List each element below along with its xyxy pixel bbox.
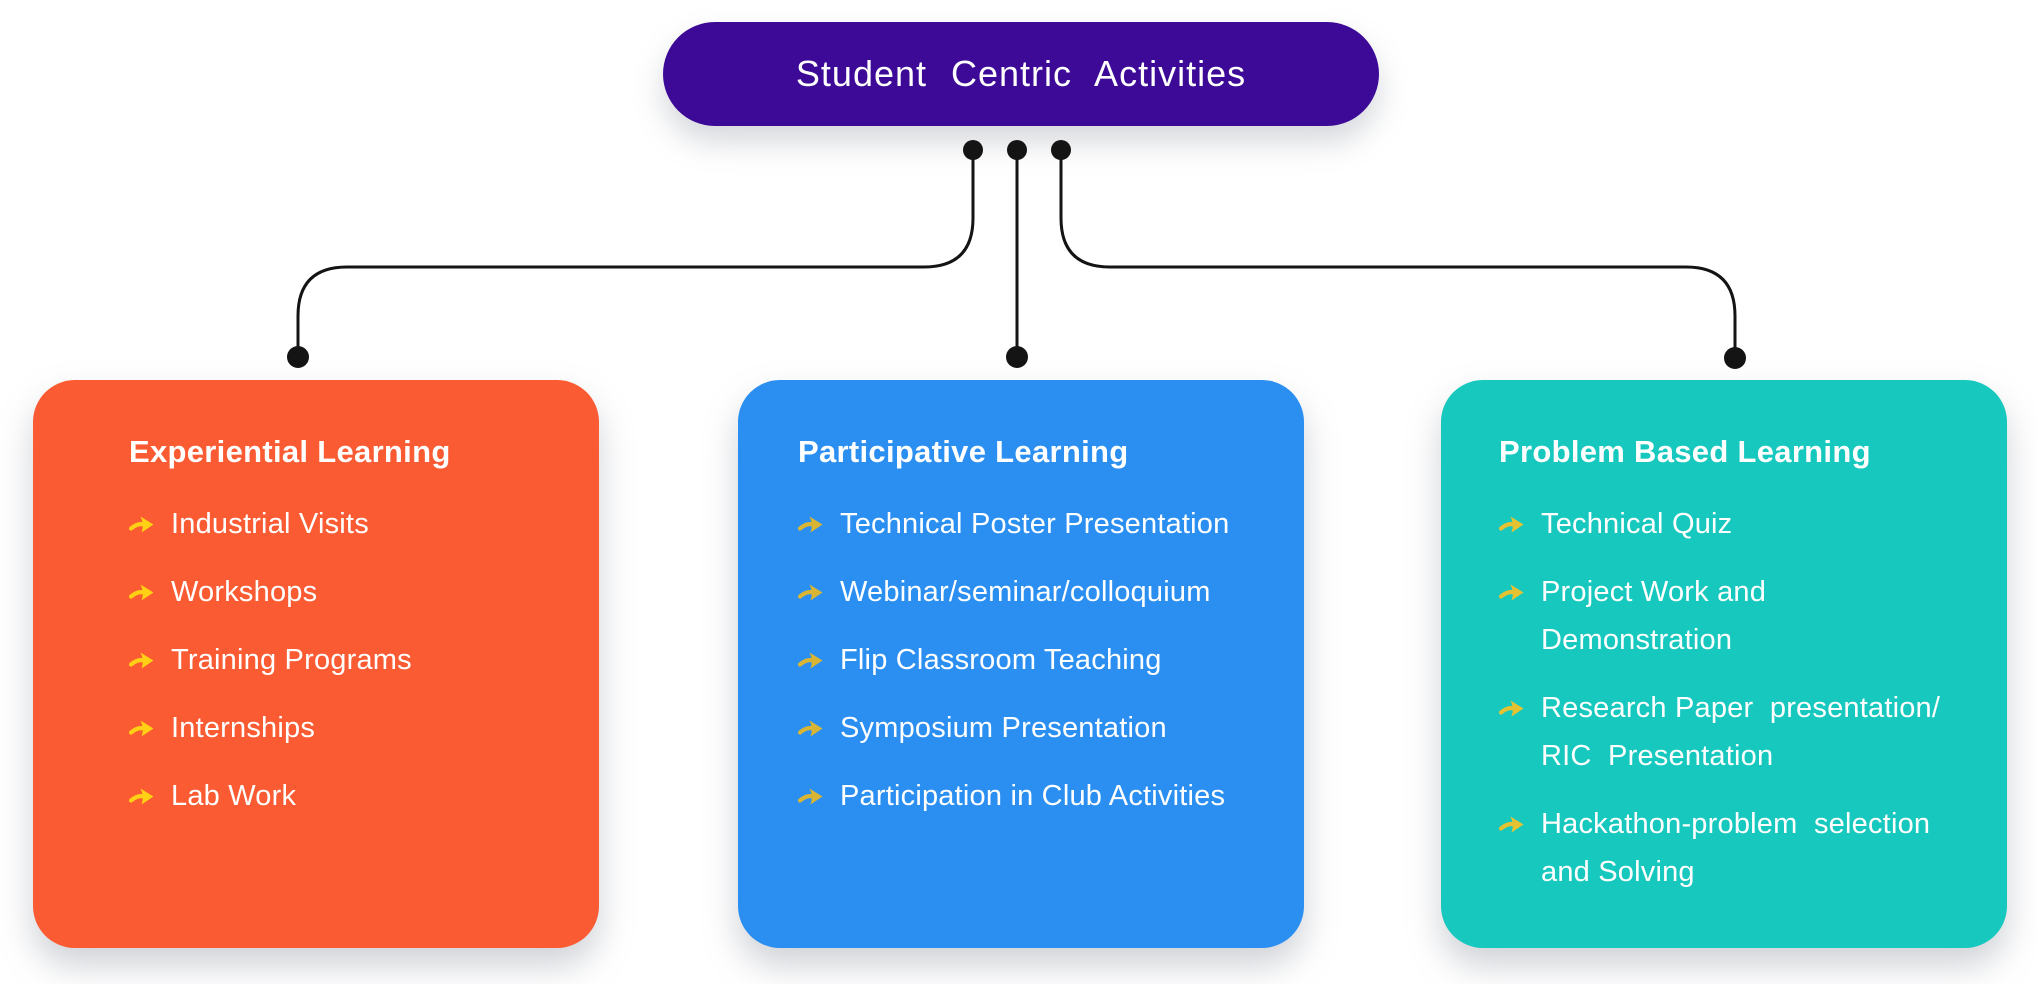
arrow-icon [129,636,158,684]
list-item-label: Industrial Visits [171,508,369,540]
list-item: Flip Classroom Teaching [798,636,1268,684]
arrow-icon [798,772,827,820]
list-item: Project Work and Demonstration [1499,568,1981,664]
card-title: Experiential Learning [129,434,451,469]
list-item-label: Workshops [171,576,318,608]
connector-right [1059,150,1737,358]
arrow-icon [129,500,158,548]
list-item: Workshops [129,568,563,616]
arrow-icon [798,568,827,616]
arrow-icon [129,568,158,616]
arrow-icon [798,704,827,752]
list-item: Symposium Presentation [798,704,1268,752]
connector-dot [1006,346,1028,368]
list-item-label: Internships [171,712,316,744]
list-item-label: Flip Classroom Teaching [840,644,1162,676]
list-item: Technical Quiz [1499,500,1981,548]
list-item-label: Webinar/seminar/colloquium [840,576,1211,608]
list-item: Training Programs [129,636,563,684]
arrow-icon [1499,800,1528,848]
card-problem-based-learning: Problem Based Learning Technical Quiz Pr… [1441,380,2007,948]
arrow-icon [798,500,827,548]
arrow-icon [798,636,827,684]
connector-dot [287,346,309,368]
arrow-icon [1499,684,1528,732]
connector-dot [963,140,983,160]
list-item-label: Symposium Presentation [840,712,1167,744]
list-item: Participation in Club Activities [798,772,1268,820]
arrow-icon [1499,568,1528,616]
card-item-list: Technical Quiz Project Work and Demonstr… [1499,500,1981,896]
connector-dot [1051,140,1071,160]
connector-dot [1724,347,1746,369]
arrow-icon [129,704,158,752]
connector-dot [1007,140,1027,160]
card-title: Problem Based Learning [1499,434,1871,469]
list-item-label: Lab Work [171,780,297,812]
card-item-list: Technical Poster Presentation Webinar/se… [798,500,1268,820]
list-item-label: Technical Quiz [1541,508,1733,540]
list-item-label: Training Programs [171,644,412,676]
root-node-label: Student Centric Activities [795,53,1247,94]
list-item: Industrial Visits [129,500,563,548]
arrow-icon [1499,500,1528,548]
card-item-list: Industrial Visits Workshops Training Pro… [129,500,563,820]
list-item-label: Project Work and Demonstration [1541,576,1767,656]
list-item: Webinar/seminar/colloquium [798,568,1268,616]
list-item: Research Paper presentation/ RIC Present… [1499,684,1981,780]
list-item: Technical Poster Presentation [798,500,1268,548]
list-item-label: Participation in Club Activities [840,780,1226,812]
card-participative-learning: Participative Learning Technical Poster … [738,380,1304,948]
list-item: Internships [129,704,563,752]
list-item-label: Research Paper presentation/ RIC Present… [1541,692,1941,772]
connector-left [296,150,975,357]
card-experiential-learning: Experiential Learning Industrial Visits … [33,380,599,948]
card-title: Participative Learning [798,434,1129,469]
list-item-label: Hackathon-problem selection and Solving [1541,808,1931,888]
arrow-icon [129,772,158,820]
list-item-label: Technical Poster Presentation [840,508,1230,540]
root-node: Student Centric Activities [663,22,1379,126]
list-item: Lab Work [129,772,563,820]
list-item: Hackathon-problem selection and Solving [1499,800,1981,896]
